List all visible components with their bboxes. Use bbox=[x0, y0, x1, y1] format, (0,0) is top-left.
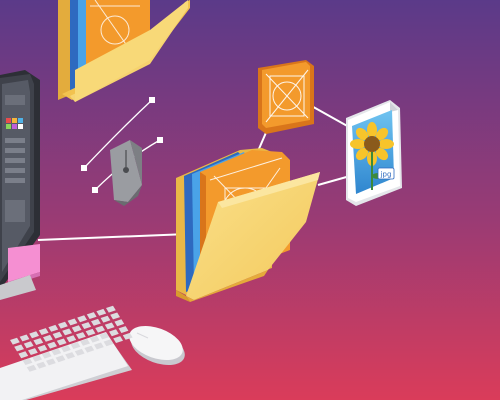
keyboard-key bbox=[94, 342, 104, 350]
keyboard-key bbox=[37, 344, 48, 352]
keyboard-key bbox=[104, 322, 115, 330]
keyboard-key bbox=[51, 348, 62, 356]
keyboard-key bbox=[85, 328, 96, 336]
keyboard-key bbox=[47, 341, 57, 349]
keyboard-key bbox=[118, 326, 129, 333]
file-type-badge: jpg bbox=[377, 167, 395, 180]
keyboard-key bbox=[106, 305, 116, 313]
keyboard-key bbox=[48, 324, 59, 332]
keyboard-key bbox=[99, 332, 110, 340]
keyboard-key bbox=[19, 334, 30, 342]
keyboard-key bbox=[10, 337, 20, 345]
monitor bbox=[0, 70, 40, 300]
keyboard-key bbox=[36, 361, 47, 369]
keyboard-key bbox=[71, 325, 82, 333]
keyboard-key bbox=[66, 335, 77, 343]
keyboard-key bbox=[86, 312, 97, 319]
keyboard-key bbox=[33, 338, 44, 345]
keyboard-key bbox=[113, 336, 123, 343]
pen-tool-icon bbox=[81, 97, 163, 206]
computer-mouse bbox=[129, 325, 185, 366]
keyboard-key bbox=[84, 345, 95, 353]
keyboard-key bbox=[46, 358, 56, 366]
vector-tile bbox=[258, 60, 314, 134]
keyboard bbox=[0, 305, 133, 400]
keyboard-key bbox=[74, 348, 85, 356]
keyboard-key bbox=[18, 351, 29, 359]
keyboard-key bbox=[29, 331, 39, 339]
keyboard-keys bbox=[10, 305, 133, 372]
keyboard-key bbox=[70, 342, 81, 349]
keyboard-key bbox=[58, 321, 68, 329]
keyboard-key bbox=[52, 331, 63, 339]
keyboard-key bbox=[32, 354, 42, 362]
keyboard-key bbox=[22, 358, 33, 365]
keyboard-key bbox=[76, 332, 86, 339]
keyboard-key bbox=[26, 364, 37, 372]
keyboard-key bbox=[61, 345, 71, 353]
keyboard-key bbox=[91, 318, 101, 326]
svg-text:jpg: jpg bbox=[380, 171, 392, 179]
keyboard-key bbox=[95, 325, 105, 333]
keyboard-key bbox=[109, 329, 119, 337]
keyboard-key bbox=[103, 339, 114, 347]
keyboard-key bbox=[100, 315, 111, 323]
keyboard-key bbox=[41, 351, 52, 359]
keyboard-key bbox=[81, 322, 92, 329]
sunflower-icon bbox=[350, 122, 394, 190]
keyboard-key bbox=[89, 335, 100, 343]
keyboard-key bbox=[23, 341, 34, 349]
top-folder bbox=[58, 0, 190, 102]
sticky-note bbox=[8, 244, 40, 282]
keyboard-key bbox=[80, 338, 90, 346]
keyboard-key bbox=[14, 344, 24, 352]
color-palette bbox=[6, 118, 23, 129]
keyboard-key bbox=[28, 348, 38, 355]
image-file-card: jpg bbox=[346, 100, 402, 206]
keyboard-key bbox=[96, 308, 107, 316]
keyboard-key bbox=[110, 312, 120, 320]
keyboard-key bbox=[67, 318, 78, 326]
main-folder bbox=[176, 148, 320, 302]
keyboard-key bbox=[38, 328, 49, 335]
keyboard-key bbox=[55, 355, 66, 363]
keyboard-key bbox=[65, 352, 75, 359]
keyboard-key bbox=[56, 338, 67, 346]
keyboard-key bbox=[43, 334, 53, 342]
keyboard-key bbox=[114, 319, 125, 327]
keyboard-key bbox=[122, 332, 133, 340]
keyboard-key bbox=[62, 328, 72, 336]
keyboard-key bbox=[77, 315, 87, 323]
